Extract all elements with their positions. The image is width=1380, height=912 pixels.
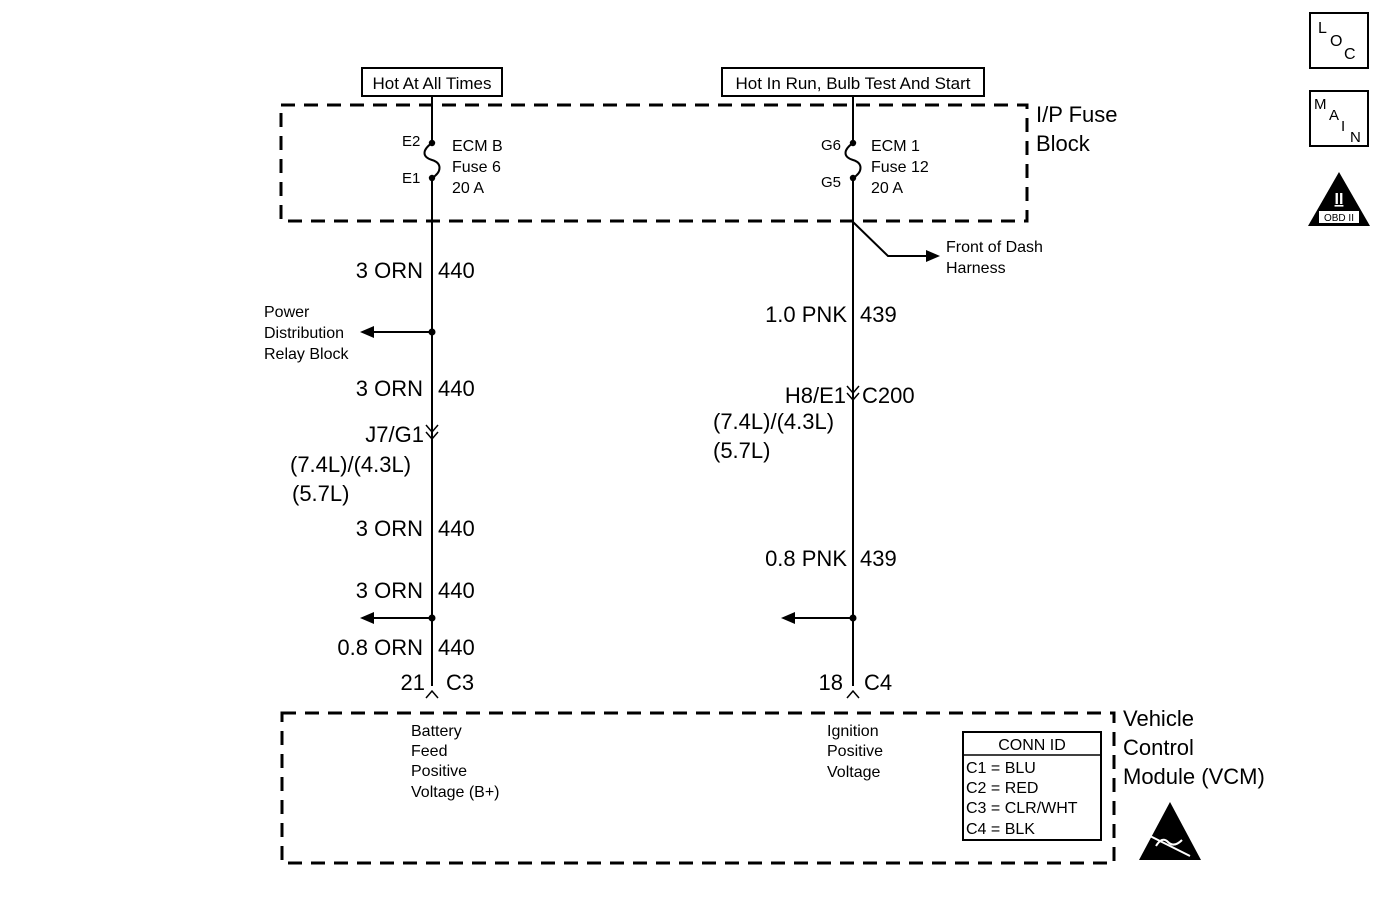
- left-w4-num: 440: [438, 578, 475, 603]
- left-w2-num: 440: [438, 376, 475, 401]
- left-terminal-icon[interactable]: [425, 689, 439, 699]
- left-fuse-name: ECM B: [452, 138, 503, 155]
- right-pin: 18: [819, 670, 843, 695]
- power-source-right-label: Hot In Run, Bulb Test And Start: [736, 74, 971, 93]
- fuse-block-title-1: I/P Fuse: [1036, 102, 1118, 127]
- obd-ii-icon[interactable]: II OBD II: [1308, 172, 1370, 226]
- right-fuse-rating: 20 A: [871, 180, 903, 197]
- fuse-block-title-2: Block: [1036, 131, 1091, 156]
- right-lower-arrow-icon[interactable]: [781, 612, 795, 624]
- main-letter: N: [1350, 129, 1361, 146]
- main-letter: A: [1329, 107, 1339, 124]
- dash-harness-branch-wire: [852, 221, 928, 257]
- conn-id-header: CONN ID: [998, 737, 1066, 754]
- right-engine-1: (7.4L)/(4.3L): [713, 409, 834, 434]
- battery-feed-3: Positive: [411, 763, 467, 780]
- left-conn: C3: [446, 670, 474, 695]
- conn-id-row: C4 = BLK: [966, 821, 1035, 838]
- left-w3-size: 3 ORN: [356, 516, 423, 541]
- right-fuse-number: Fuse 12: [871, 159, 929, 176]
- vcm-outline: [280, 711, 1116, 865]
- right-conn: C4: [864, 670, 892, 695]
- conn-id-table: CONN ID C1 = BLU C2 = RED C3 = CLR/WHT C…: [962, 731, 1102, 841]
- left-fuse-pin-bottom: E1: [402, 170, 420, 187]
- pdrb-arrow-icon[interactable]: [360, 326, 374, 338]
- dash-harness-arrow-icon[interactable]: [926, 250, 940, 262]
- obd-label: OBD II: [1324, 213, 1354, 224]
- right-w2-size: 0.8 PNK: [765, 546, 847, 571]
- battery-feed-2: Feed: [411, 743, 447, 760]
- dash-harness-label-1: Front of Dash: [946, 239, 1043, 256]
- left-w5-size: 0.8 ORN: [337, 635, 423, 660]
- right-w1-num: 439: [860, 302, 897, 327]
- right-terminal-icon[interactable]: [846, 689, 860, 699]
- right-fuse[interactable]: [844, 139, 862, 182]
- battery-feed-1: Battery: [411, 723, 462, 740]
- ignition-3: Voltage: [827, 764, 880, 781]
- left-w2-size: 3 ORN: [356, 376, 423, 401]
- loc-icon[interactable]: L O C: [1309, 12, 1369, 69]
- main-letter: M: [1314, 96, 1327, 113]
- obd-numeral: II: [1335, 191, 1344, 208]
- left-w5-num: 440: [438, 635, 475, 660]
- power-source-left-label: Hot At All Times: [372, 74, 491, 93]
- vcm-title-3: Module (VCM): [1123, 764, 1265, 789]
- right-w2-num: 439: [860, 546, 897, 571]
- pdrb-label-1: Power: [264, 304, 310, 321]
- vcm-title-2: Control: [1123, 735, 1194, 760]
- pdrb-label-2: Distribution: [264, 325, 344, 342]
- left-engine-2: (5.7L): [292, 481, 349, 506]
- right-fuse-pin-bottom: G5: [821, 174, 841, 191]
- right-connector-right: C200: [862, 383, 915, 408]
- left-fuse-pin-top: E2: [402, 133, 420, 150]
- left-w1-size: 3 ORN: [356, 258, 423, 283]
- conn-id-row: C1 = BLU: [966, 760, 1036, 777]
- dash-harness-label-2: Harness: [946, 260, 1006, 277]
- conn-id-row: C3 = CLR/WHT: [966, 800, 1078, 817]
- fuse-block-outline: [279, 103, 1029, 223]
- right-w1-size: 1.0 PNK: [765, 302, 847, 327]
- left-fuse-rating: 20 A: [452, 180, 484, 197]
- left-lower-arrow-icon[interactable]: [360, 612, 374, 624]
- pdrb-label-3: Relay Block: [264, 346, 349, 363]
- left-inline-connector-icon[interactable]: [425, 424, 439, 441]
- loc-letter: L: [1318, 20, 1327, 37]
- loc-letter: C: [1344, 46, 1356, 63]
- left-engine-1: (7.4L)/(4.3L): [290, 452, 411, 477]
- power-source-left: Hot At All Times: [361, 67, 503, 97]
- conn-id-row: C2 = RED: [966, 780, 1038, 797]
- main-icon[interactable]: M A I N: [1309, 90, 1369, 147]
- left-connector-label: J7/G1: [365, 422, 424, 447]
- vcm-title-1: Vehicle: [1123, 706, 1194, 731]
- right-connector-left: H8/E1: [785, 383, 846, 408]
- right-inline-connector-icon[interactable]: [846, 385, 860, 402]
- loc-letter: O: [1330, 33, 1342, 50]
- right-engine-2: (5.7L): [713, 438, 770, 463]
- ignition-1: Ignition: [827, 723, 879, 740]
- left-w1-num: 440: [438, 258, 475, 283]
- main-letter: I: [1341, 118, 1345, 135]
- power-source-right: Hot In Run, Bulb Test And Start: [721, 67, 985, 97]
- left-w4-size: 3 ORN: [356, 578, 423, 603]
- left-fuse[interactable]: [423, 139, 441, 182]
- battery-feed-4: Voltage (B+): [411, 784, 500, 801]
- left-w3-num: 440: [438, 516, 475, 541]
- left-fuse-number: Fuse 6: [452, 159, 501, 176]
- right-fuse-name: ECM 1: [871, 138, 920, 155]
- esd-warning-icon: [1139, 802, 1201, 860]
- ignition-2: Positive: [827, 743, 883, 760]
- left-pin: 21: [401, 670, 425, 695]
- right-fuse-pin-top: G6: [821, 137, 841, 154]
